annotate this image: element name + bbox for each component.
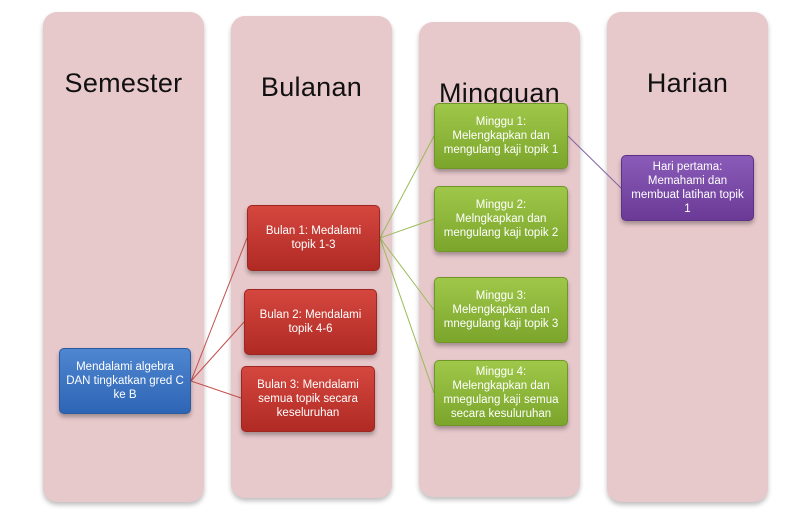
node-bulan-2-text: Bulan 2: Mendalami topik 4-6 [259,309,362,335]
connector-root-bulan1 [190,237,248,382]
connector-minggu1-hari1 [567,135,622,189]
node-bulan-2: Bulan 2: Mendalami topik 4-6 [244,289,377,355]
node-minggu-3: Minggu 3: Melengkapkan dan mnegulang kaj… [434,277,568,343]
node-minggu-3-text: Minggu 3: Melengkapkan dan mnegulang kaj… [443,290,559,330]
node-minggu-2-text: Minggu 2: Melngkapkan dan mengulang kaji… [443,199,559,239]
node-minggu-1: Minggu 1: Melengkapkan dan mengulang kaj… [434,103,568,169]
node-semester-goal: Mendalami algebra DAN tingkatkan gred C … [59,348,191,414]
column-harian: Harian [607,12,768,502]
connector-bulan1-minggu4 [379,237,435,394]
connector-root-bulan2 [190,321,245,382]
column-semester: Semester [43,12,204,502]
connector-root-bulan3 [190,380,242,399]
node-bulan-1-text: Bulan 1: Medalami topik 1-3 [265,225,362,251]
column-title-bulanan: Bulanan [260,72,363,102]
column-title-semester: Semester [64,68,183,98]
node-bulan-3-text: Bulan 3: Mendalami semua topik secara ke… [257,379,359,419]
node-minggu-2: Minggu 2: Melngkapkan dan mengulang kaji… [434,186,568,252]
connector-bulan1-minggu2 [379,218,435,239]
column-title-harian: Harian [646,68,729,98]
node-semester-goal-text: Mendalami algebra DAN tingkatkan gred C … [66,361,184,401]
node-bulan-1: Bulan 1: Medalami topik 1-3 [247,205,380,271]
node-hari-pertama-text: Hari pertama: Memahami dan membuat latih… [631,161,744,215]
node-hari-pertama: Hari pertama: Memahami dan membuat latih… [621,155,754,221]
connector-bulan1-minggu1 [379,135,435,239]
node-bulan-3: Bulan 3: Mendalami semua topik secara ke… [241,366,375,432]
node-minggu-1-text: Minggu 1: Melengkapkan dan mengulang kaj… [443,116,559,156]
node-minggu-4-text: Minggu 4: Melengkapkan dan mnegulang kaj… [443,366,559,420]
node-minggu-4: Minggu 4: Melengkapkan dan mnegulang kaj… [434,360,568,426]
connector-bulan1-minggu3 [379,237,435,311]
